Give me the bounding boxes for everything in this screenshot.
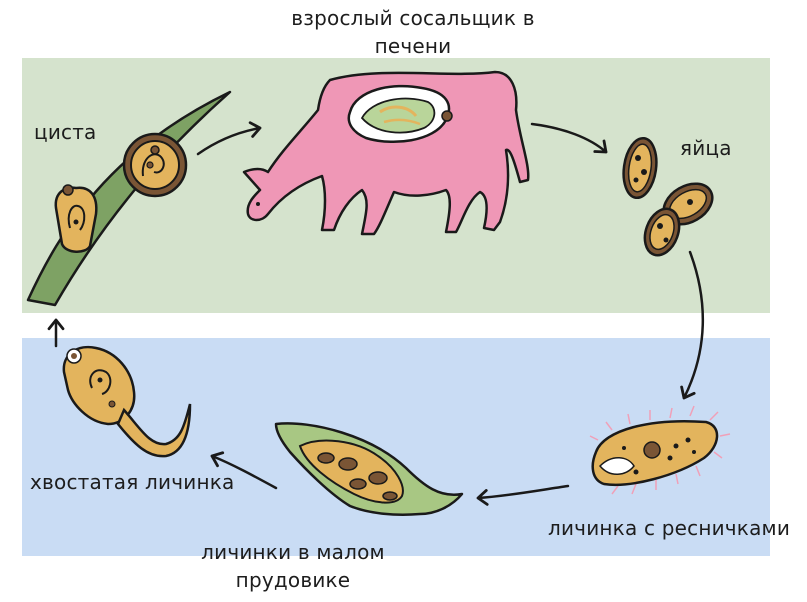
eggs-label: яйца xyxy=(680,136,732,160)
snail-icon xyxy=(274,422,464,516)
eggs-icon xyxy=(622,136,714,257)
arrow-cyst-to-cow xyxy=(196,121,262,156)
arrow-snail-to-cercaria xyxy=(210,451,278,490)
ciliated-larva-icon xyxy=(589,405,731,495)
adult-fluke-label-line1: взрослый сосальщик в xyxy=(291,6,535,30)
arrow-cow-to-eggs xyxy=(530,122,608,154)
adult-fluke-label: взрослый сосальщик в печени xyxy=(268,4,558,60)
cycle-arrows xyxy=(47,121,705,506)
snail-larvae-label: личинки в малом прудовике xyxy=(188,538,398,594)
tailed-larva-label: хвостатая личинка xyxy=(30,470,235,494)
cyst-icon xyxy=(122,132,188,198)
snail-larvae-label-line2: прудовике xyxy=(235,568,351,592)
cyst-label: циста xyxy=(34,120,97,144)
cow-icon xyxy=(242,70,530,236)
arrow-eggs-to-larva xyxy=(680,250,705,400)
tailed-larva-icon xyxy=(62,345,192,458)
ciliated-larva-label: личинка с ресничками xyxy=(548,516,791,540)
snail-larvae-label-line1: личинки в малом xyxy=(201,540,385,564)
adult-fluke-label-line2: печени xyxy=(374,34,452,58)
arrow-larva-to-snail xyxy=(476,484,570,506)
encysting-larva-icon xyxy=(54,184,98,253)
